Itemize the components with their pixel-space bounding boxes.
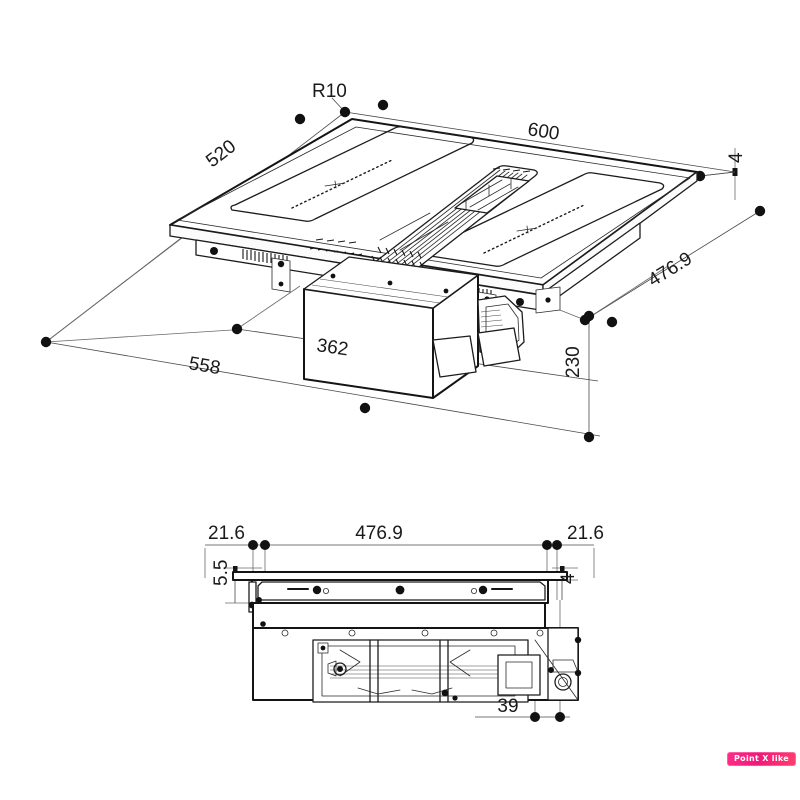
dim-dot-558-mid	[359, 402, 371, 414]
elev-outlet-screw-a	[574, 636, 582, 644]
elev-motor-block-inner	[505, 661, 533, 689]
bracket-screw-left-b	[278, 281, 284, 287]
dim-dot-b39-b	[555, 712, 565, 722]
elev-housing-corner-dot	[260, 621, 266, 627]
elev-left-bracket-screw-b	[256, 597, 262, 603]
elev-fan-drum-lines	[330, 665, 505, 679]
dim-dot-520-top	[294, 113, 306, 125]
housing-hole-b	[348, 629, 356, 637]
dim-dot-b-a	[248, 540, 258, 550]
elev-reference-diagonal	[534, 639, 579, 701]
dim-dot-b-c	[542, 540, 552, 550]
ext-line-4769-a	[584, 265, 669, 321]
box-fixing-a	[330, 273, 336, 279]
dim-line-558	[45, 341, 601, 437]
dim-label-558: 558	[187, 353, 222, 379]
dim-label-b-39: 39	[497, 696, 518, 717]
chassis-stud-right	[516, 298, 524, 306]
elev-outlet-screw-c	[548, 667, 554, 673]
duct-outlet-flange	[477, 327, 521, 367]
cooking-zone-right-tick-a	[516, 227, 538, 232]
motor-box-top-detail	[311, 278, 449, 304]
dim-label-b-476-9: 476.9	[355, 523, 403, 544]
housing-hole-e	[536, 629, 544, 637]
iso-hob-assembly	[169, 118, 698, 399]
dim-label-iso-4: 4	[726, 152, 747, 163]
cooking-zone-left-centerline	[291, 159, 393, 209]
dim-label-b-4: 4	[558, 573, 579, 584]
housing-hole-c	[421, 629, 429, 637]
housing-hole-d	[490, 629, 498, 637]
elev-fitting-center-dot	[395, 585, 405, 595]
ext-line-362-a	[236, 285, 301, 330]
elev-vane-left	[339, 649, 361, 677]
mounting-bracket-left	[271, 257, 291, 293]
cooking-zone-left	[230, 126, 475, 222]
box-fixing-b	[387, 280, 393, 286]
elev-fan-cassette	[312, 639, 529, 703]
elev-left-round-port-core	[337, 666, 343, 672]
elev-glass-plate	[232, 571, 568, 581]
dim-dot-b-b	[260, 540, 270, 550]
connector-screw	[545, 297, 551, 303]
dim-label-230: 230	[563, 346, 584, 378]
dim-dot-600-left	[377, 99, 389, 111]
ext-line-520-a	[45, 227, 196, 343]
duct-ribbing	[480, 309, 504, 328]
cooking-zone-right-tick-b	[526, 225, 529, 234]
box-fixing-c	[443, 288, 449, 294]
dim-tick-b4	[560, 566, 565, 573]
elev-outlet-port-inner	[558, 677, 568, 687]
dim-line-600	[344, 111, 736, 173]
dim-dot-rear-corner	[339, 106, 351, 118]
elev-fitting-left-ring	[322, 588, 329, 595]
cooking-zone-right-centerline	[483, 204, 585, 254]
hob-glass-inner-bevel	[176, 126, 691, 279]
elev-vane-right	[449, 649, 471, 677]
dim-dot-b39-a	[530, 712, 540, 722]
dim-dot-362-left	[231, 323, 243, 335]
ext-line-558-a	[45, 329, 233, 343]
dim-dot-558-left	[40, 336, 52, 348]
dim-label-362: 362	[315, 335, 349, 360]
dim-tick-b55	[233, 566, 238, 573]
elev-fitting-right-ring	[470, 588, 477, 595]
dim-label-600: 600	[526, 119, 561, 145]
dim-dot-4769-right	[754, 205, 766, 217]
elev-fitting-right-dot	[478, 585, 488, 595]
dim-dot-b-d	[552, 540, 562, 550]
watermark-badge: Point X like	[727, 752, 796, 766]
elev-left-clip	[327, 660, 337, 677]
outlet-chute	[432, 335, 477, 378]
dim-dot-230-top	[583, 310, 595, 322]
dim-label-b-21-6-left: 21.6	[208, 523, 245, 544]
watermark-label: Point X like	[734, 754, 789, 763]
elevation-dimension-labels: 21.6 476.9 21.6 5.5 4 39	[208, 523, 604, 717]
elev-outlet-port	[554, 673, 572, 691]
dim-label-r10: R10	[312, 81, 347, 102]
elev-motor-block	[497, 654, 541, 696]
elev-bottom-fixing-b	[452, 695, 458, 701]
elev-housing-upper	[252, 602, 546, 629]
cooking-zone-left-tick-a	[324, 182, 346, 187]
front-elevation-view	[204, 540, 595, 722]
bracket-screw-left	[277, 260, 285, 268]
cooking-zone-left-tick-b	[334, 180, 337, 189]
dim-line-600-end	[699, 171, 736, 177]
housing-hole-a	[281, 629, 289, 637]
elev-outlet-screw-b	[574, 669, 582, 677]
elev-left-small-dot	[320, 645, 326, 651]
dim-label-b-21-6-right: 21.6	[567, 523, 604, 544]
dim-dot-230-bottom	[583, 431, 595, 443]
chassis-stud-left	[210, 247, 218, 255]
dim-label-b-5-5: 5.5	[211, 560, 232, 586]
elev-bottom-fixing	[441, 689, 449, 697]
dim-line-4769	[584, 210, 761, 321]
elev-fan-cassette-inner	[321, 645, 516, 697]
dim-dot-aux-right	[606, 316, 618, 328]
elev-fitting-left-dot	[312, 585, 322, 595]
elev-left-round-port	[333, 662, 347, 676]
